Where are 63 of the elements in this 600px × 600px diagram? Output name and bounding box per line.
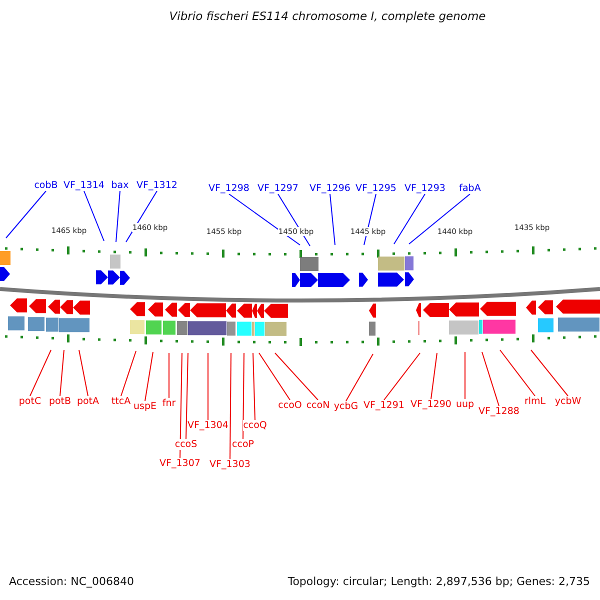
leader-line: [394, 194, 426, 244]
leader-line: [430, 352, 438, 400]
gene-label: VF_1295: [356, 183, 396, 194]
gene-label: cobB: [34, 180, 58, 191]
leader-line: [230, 352, 232, 460]
gene-label: fabA: [459, 183, 481, 194]
leader-line: [180, 352, 182, 458]
gene-label: VF_1303: [210, 459, 250, 470]
gene-label: VF_1298: [208, 183, 250, 194]
gene-label: VF_1297: [258, 183, 298, 194]
leader-line: [530, 350, 568, 396]
gene-label: uup: [456, 399, 474, 410]
leader-line: [274, 352, 318, 400]
footer-text: Accession: NC_006840: [9, 575, 134, 588]
gene-label: VF_1314: [64, 180, 104, 191]
gene-label: ccoQ: [243, 420, 267, 431]
gene-label: fnr: [162, 398, 176, 409]
leader-line: [116, 190, 120, 242]
leader-line: [78, 350, 88, 396]
leader-line: [346, 354, 374, 402]
gene-label: VF_1291: [364, 400, 404, 411]
gene-label: ttcA: [111, 396, 131, 407]
leader-line: [464, 352, 466, 400]
leader-line: [408, 194, 470, 244]
leader-line: [168, 352, 170, 398]
leader-line: [30, 350, 52, 396]
leader-line: [60, 350, 64, 396]
gene-label: VF_1312: [136, 180, 178, 191]
leader-line: [278, 194, 310, 246]
leader-line: [252, 352, 256, 420]
leader-line: [228, 194, 300, 246]
gene-label: bax: [111, 180, 129, 191]
leader-line: [258, 352, 290, 400]
gene-label: VF_1293: [404, 183, 446, 194]
gene-label: potA: [76, 396, 100, 407]
gene-label: uspE: [133, 401, 156, 412]
gene-label: ccoN: [306, 400, 330, 411]
gene-label: ccoO: [278, 400, 302, 411]
footer-text: Topology: circular; Length: 2,897,536 bp; Genes: 2,735: [288, 575, 590, 588]
leader-line: [84, 190, 104, 242]
gene-label: VF_1304: [188, 420, 228, 431]
leader-line: [330, 194, 336, 246]
gene-label: VF_1307: [160, 458, 200, 469]
gene-label: VF_1290: [410, 399, 452, 410]
leader-line: [144, 352, 154, 402]
leader-line: [384, 352, 420, 400]
leader-line: [120, 350, 136, 396]
gene-label: rlmL: [524, 396, 546, 407]
gene-label: ycbW: [554, 396, 582, 407]
gene-label: potC: [18, 396, 42, 407]
title: Vibrio fischeri ES114 chromosome I, complete genome: [169, 11, 486, 22]
leader-line: [6, 190, 46, 238]
leader-line: [500, 350, 536, 396]
gene-label: ycbG: [334, 401, 358, 412]
leader-line: [482, 352, 500, 406]
gene-label: VF_1288: [478, 406, 520, 417]
leader-line: [242, 352, 244, 440]
gene-label: ccoP: [232, 439, 254, 450]
leader-line: [126, 190, 158, 242]
gene-label: ccoS: [174, 439, 198, 450]
gene-label: potB: [48, 396, 72, 407]
leader-line: [186, 352, 188, 440]
gene-label: VF_1296: [310, 183, 350, 194]
